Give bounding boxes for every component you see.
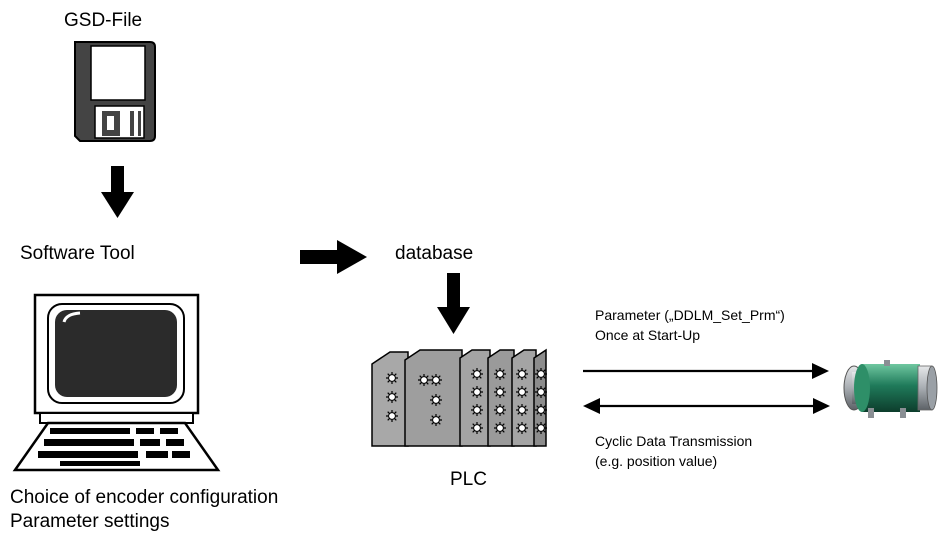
parameter-settings-label: Parameter settings xyxy=(10,511,170,532)
plc-led-icon xyxy=(516,368,528,380)
plc-led-icon xyxy=(386,391,398,403)
plc-led-icon xyxy=(494,386,506,398)
computer-terminal-icon xyxy=(12,293,221,472)
once-startup-label: Once at Start-Up xyxy=(595,327,701,343)
plc-led-icon xyxy=(494,368,506,380)
arrow-down-database-icon xyxy=(437,273,470,334)
plc-led-icon xyxy=(516,422,528,434)
plc-label: PLC xyxy=(450,469,487,490)
plc-led-icon xyxy=(386,410,398,422)
plc-led-icon xyxy=(535,386,547,398)
gsd-file-label: GSD-File xyxy=(64,10,143,31)
plc-led-icon xyxy=(471,368,483,380)
plc-led-icon xyxy=(494,404,506,416)
plc-led-icon xyxy=(516,404,528,416)
floppy-disk-icon xyxy=(74,41,156,142)
choice-config-label: Choice of encoder configuration xyxy=(10,487,279,508)
rotary-encoder-icon xyxy=(843,360,938,418)
plc-led-icon xyxy=(494,422,506,434)
software-tool-label: Software Tool xyxy=(20,243,135,264)
position-value-label: (e.g. position value) xyxy=(595,453,718,469)
plc-led-icon xyxy=(471,404,483,416)
plc-led-icon xyxy=(516,386,528,398)
parameter-arrow xyxy=(583,363,829,379)
plc-led-icon xyxy=(535,422,547,434)
plc-led-icon xyxy=(430,414,442,426)
plc-led-icon xyxy=(535,404,547,416)
plc-led-grid xyxy=(386,368,547,434)
arrow-right-icon xyxy=(300,240,367,274)
plc-led-icon xyxy=(430,394,442,406)
plc-led-icon xyxy=(386,372,398,384)
plc-led-icon xyxy=(471,422,483,434)
arrow-down-icon xyxy=(101,166,134,218)
plc-led-icon xyxy=(430,374,442,386)
plc-led-icon xyxy=(471,386,483,398)
plc-rack-icon xyxy=(371,348,547,447)
parameter-prm-label: Parameter („DDLM_Set_Prm“) xyxy=(595,307,785,323)
plc-led-icon xyxy=(418,374,430,386)
plc-led-icon xyxy=(535,368,547,380)
database-label: database xyxy=(395,243,474,264)
cyclic-data-arrow xyxy=(583,398,830,414)
cyclic-data-label: Cyclic Data Transmission xyxy=(595,433,753,449)
